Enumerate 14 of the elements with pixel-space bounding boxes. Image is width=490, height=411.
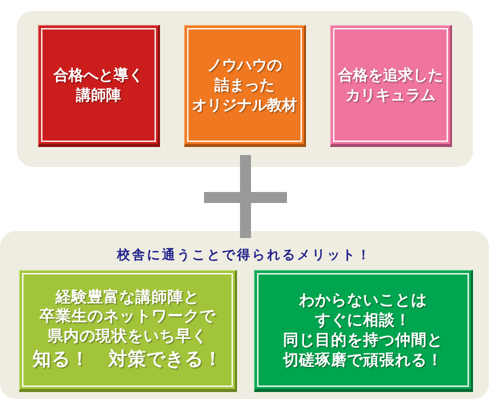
panel-heading: 校舎に通うことで得られるメリット！ (117, 248, 372, 264)
card-text: 合格へと導く講師陣 (54, 65, 144, 105)
panel (17, 11, 473, 167)
benefit-card (254, 270, 473, 392)
feature-card (184, 25, 306, 147)
card-text: 合格を追求したカリキュラム (338, 65, 443, 105)
feature-card (330, 25, 452, 147)
card-text: わからないことはすぐに相談！同じ目的を持つ仲間と切磋琢磨で頑張れる！ (283, 290, 443, 370)
card-text: 経験豊富な講師陣と卒業生のネットワークで県内の現状をいち早く (40, 288, 216, 346)
benefit-card (19, 270, 237, 392)
feature-card (38, 25, 160, 147)
card-text: ノウハウの詰まったオリジナル教材 (192, 55, 297, 115)
panel (0, 231, 489, 399)
emphasis-text: 知る！ 対策できる！ (32, 348, 222, 372)
